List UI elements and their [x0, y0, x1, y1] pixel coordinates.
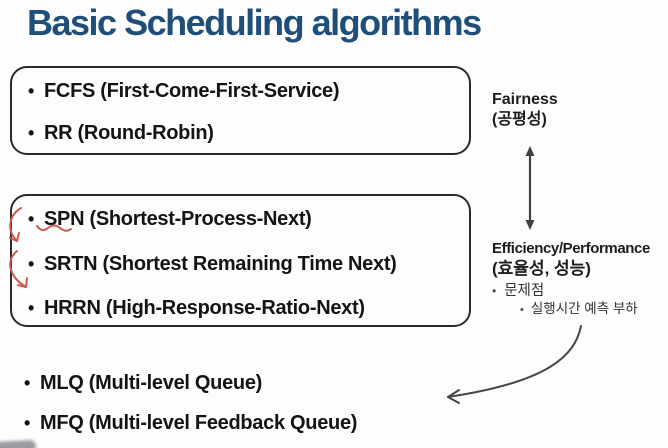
efficiency-label-ko: (효율성, 성능) [492, 259, 591, 278]
corner-artifact [0, 439, 37, 448]
red-arrow-1-icon [9, 207, 22, 242]
red-arrow-2-icon [9, 250, 27, 288]
efficiency-block: Efficiency/Performance (효율성, 성능) 문제점 실행시… [492, 240, 668, 319]
curved-arrow-icon [447, 325, 582, 404]
page-title: Basic Scheduling algorithms [27, 2, 482, 43]
efficiency-note-2: 실행시간 예측 부하 [520, 300, 668, 319]
fairness-label: Fairness (공평성) [492, 90, 558, 130]
red-underline-icon [36, 224, 72, 232]
list-item-mlq: MLQ (Multi-level Queue) [24, 372, 262, 395]
red-emphasis-marks-icon [9, 207, 72, 288]
fairness-label-en: Fairness [492, 91, 558, 108]
list-item-srtn: SRTN (Shortest Remaining Time Next) [28, 253, 397, 276]
fairness-label-ko: (공평성) [492, 111, 547, 128]
list-item-spn: SPN (Shortest-Process-Next) [28, 208, 312, 231]
list-item-hrrn: HRRN (High-Response-Ratio-Next) [28, 297, 365, 320]
list-item-mfq: MFQ (Multi-level Feedback Queue) [24, 412, 357, 435]
list-item-fcfs: FCFS (First-Come-First-Service) [28, 80, 340, 103]
efficiency-label-en: Efficiency/Performance [492, 240, 650, 257]
spn-srtn-hrrn-group-box: SPN (Shortest-Process-Next) SRTN (Shorte… [10, 194, 471, 327]
efficiency-note-1: 문제점 [492, 282, 668, 300]
list-item-rr: RR (Round-Robin) [28, 122, 214, 145]
double-headed-arrow-icon [525, 146, 535, 230]
fcfs-rr-group-box: FCFS (First-Come-First-Service) RR (Roun… [10, 66, 471, 155]
